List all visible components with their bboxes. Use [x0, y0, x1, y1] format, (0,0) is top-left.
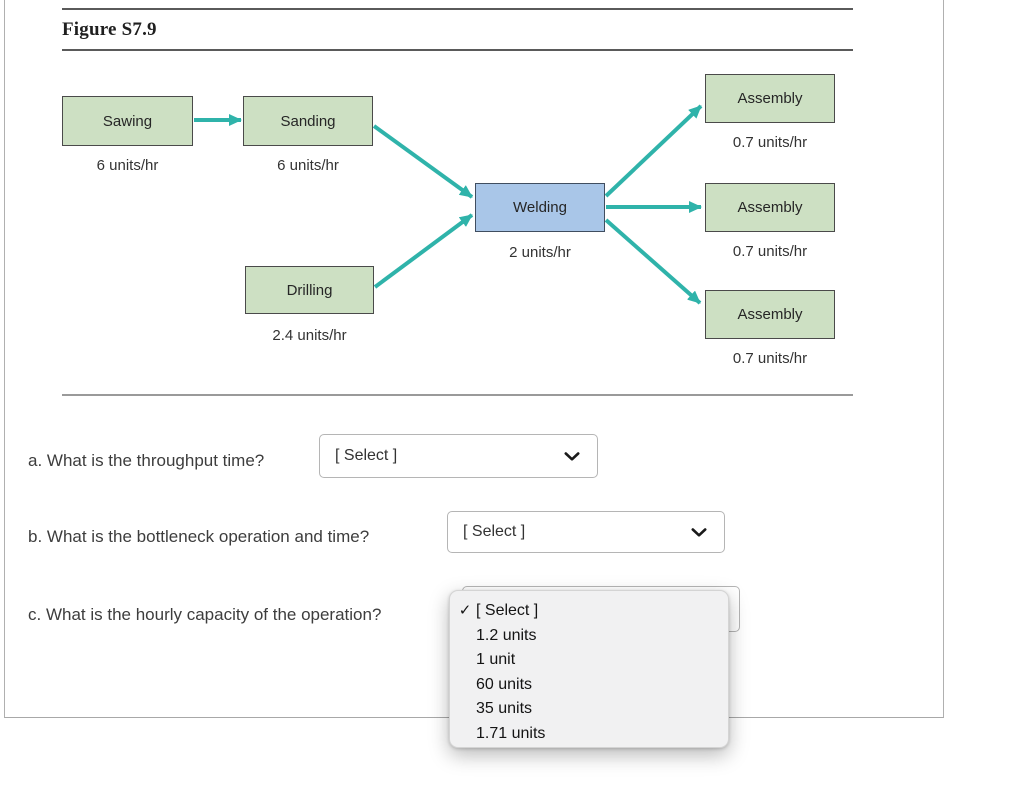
menu-option-label: 60 units	[476, 675, 533, 693]
menu-option-label: 1.2 units	[476, 626, 537, 644]
rate-sawing: 6 units/hr	[96, 157, 159, 174]
node-label: Drilling	[286, 281, 333, 299]
node-label: Sawing	[102, 112, 153, 130]
figure-title-rule	[62, 49, 853, 51]
figure-bottom-rule	[62, 394, 853, 396]
menu-option-label: 35 units	[476, 700, 533, 717]
node-label: Sanding	[280, 112, 336, 130]
node-label: Welding	[513, 199, 567, 216]
chevron-down-icon	[564, 452, 580, 461]
node-label: Assembly	[737, 90, 803, 107]
node-sanding: Sanding	[243, 96, 373, 146]
menu-option[interactable]: 35 units	[450, 697, 728, 722]
throughput-time-select[interactable]: [ Select ]	[319, 434, 598, 478]
question-b-label: b. What is the bottleneck operation and …	[28, 527, 370, 546]
menu-option-select[interactable]: ✓ [ Select ]	[450, 599, 728, 624]
node-label: Assembly	[737, 306, 803, 323]
bottleneck-select[interactable]: [ Select ]	[447, 511, 725, 553]
checkmark-icon: ✓	[458, 602, 472, 619]
rate-assembly-bottom: 0.7 units/hr	[732, 350, 808, 367]
rate-welding: 2 units/hr	[509, 244, 571, 261]
chevron-down-icon	[691, 528, 707, 537]
figure-top-rule	[62, 8, 853, 10]
menu-option-label: [ Select ]	[476, 602, 539, 619]
node-assembly-middle: Assembly	[705, 183, 835, 232]
menu-option-label: 1 unit	[476, 651, 516, 668]
menu-option[interactable]: 1.2 units	[450, 624, 728, 649]
figure-title: Figure S7.9	[62, 19, 157, 40]
rate-assembly-top: 0.7 units/hr	[732, 134, 808, 151]
menu-option[interactable]: 60 units	[450, 673, 728, 698]
hourly-capacity-menu: ✓ [ Select ] 1.2 units 1 unit 60 units 3…	[449, 590, 729, 748]
node-assembly-top: Assembly	[705, 74, 835, 123]
menu-option[interactable]: 1 unit	[450, 648, 728, 673]
node-welding: Welding	[475, 183, 605, 232]
node-drilling: Drilling	[245, 266, 374, 314]
menu-option[interactable]: 1.71 units	[450, 722, 728, 747]
rate-drilling: 2.4 units/hr	[272, 327, 347, 344]
node-assembly-bottom: Assembly	[705, 290, 835, 339]
rate-sanding: 6 units/hr	[277, 157, 339, 174]
select-value: [ Select ]	[463, 523, 526, 540]
menu-option-label: 1.71 units	[476, 724, 546, 742]
select-value: [ Select ]	[335, 447, 398, 464]
rate-assembly-middle: 0.7 units/hr	[732, 243, 808, 260]
node-sawing: Sawing	[62, 96, 193, 146]
question-a-label: a. What is the throughput time?	[28, 451, 265, 470]
node-label: Assembly	[737, 199, 803, 216]
question-c-label: c. What is the hourly capacity of the op…	[28, 605, 382, 624]
